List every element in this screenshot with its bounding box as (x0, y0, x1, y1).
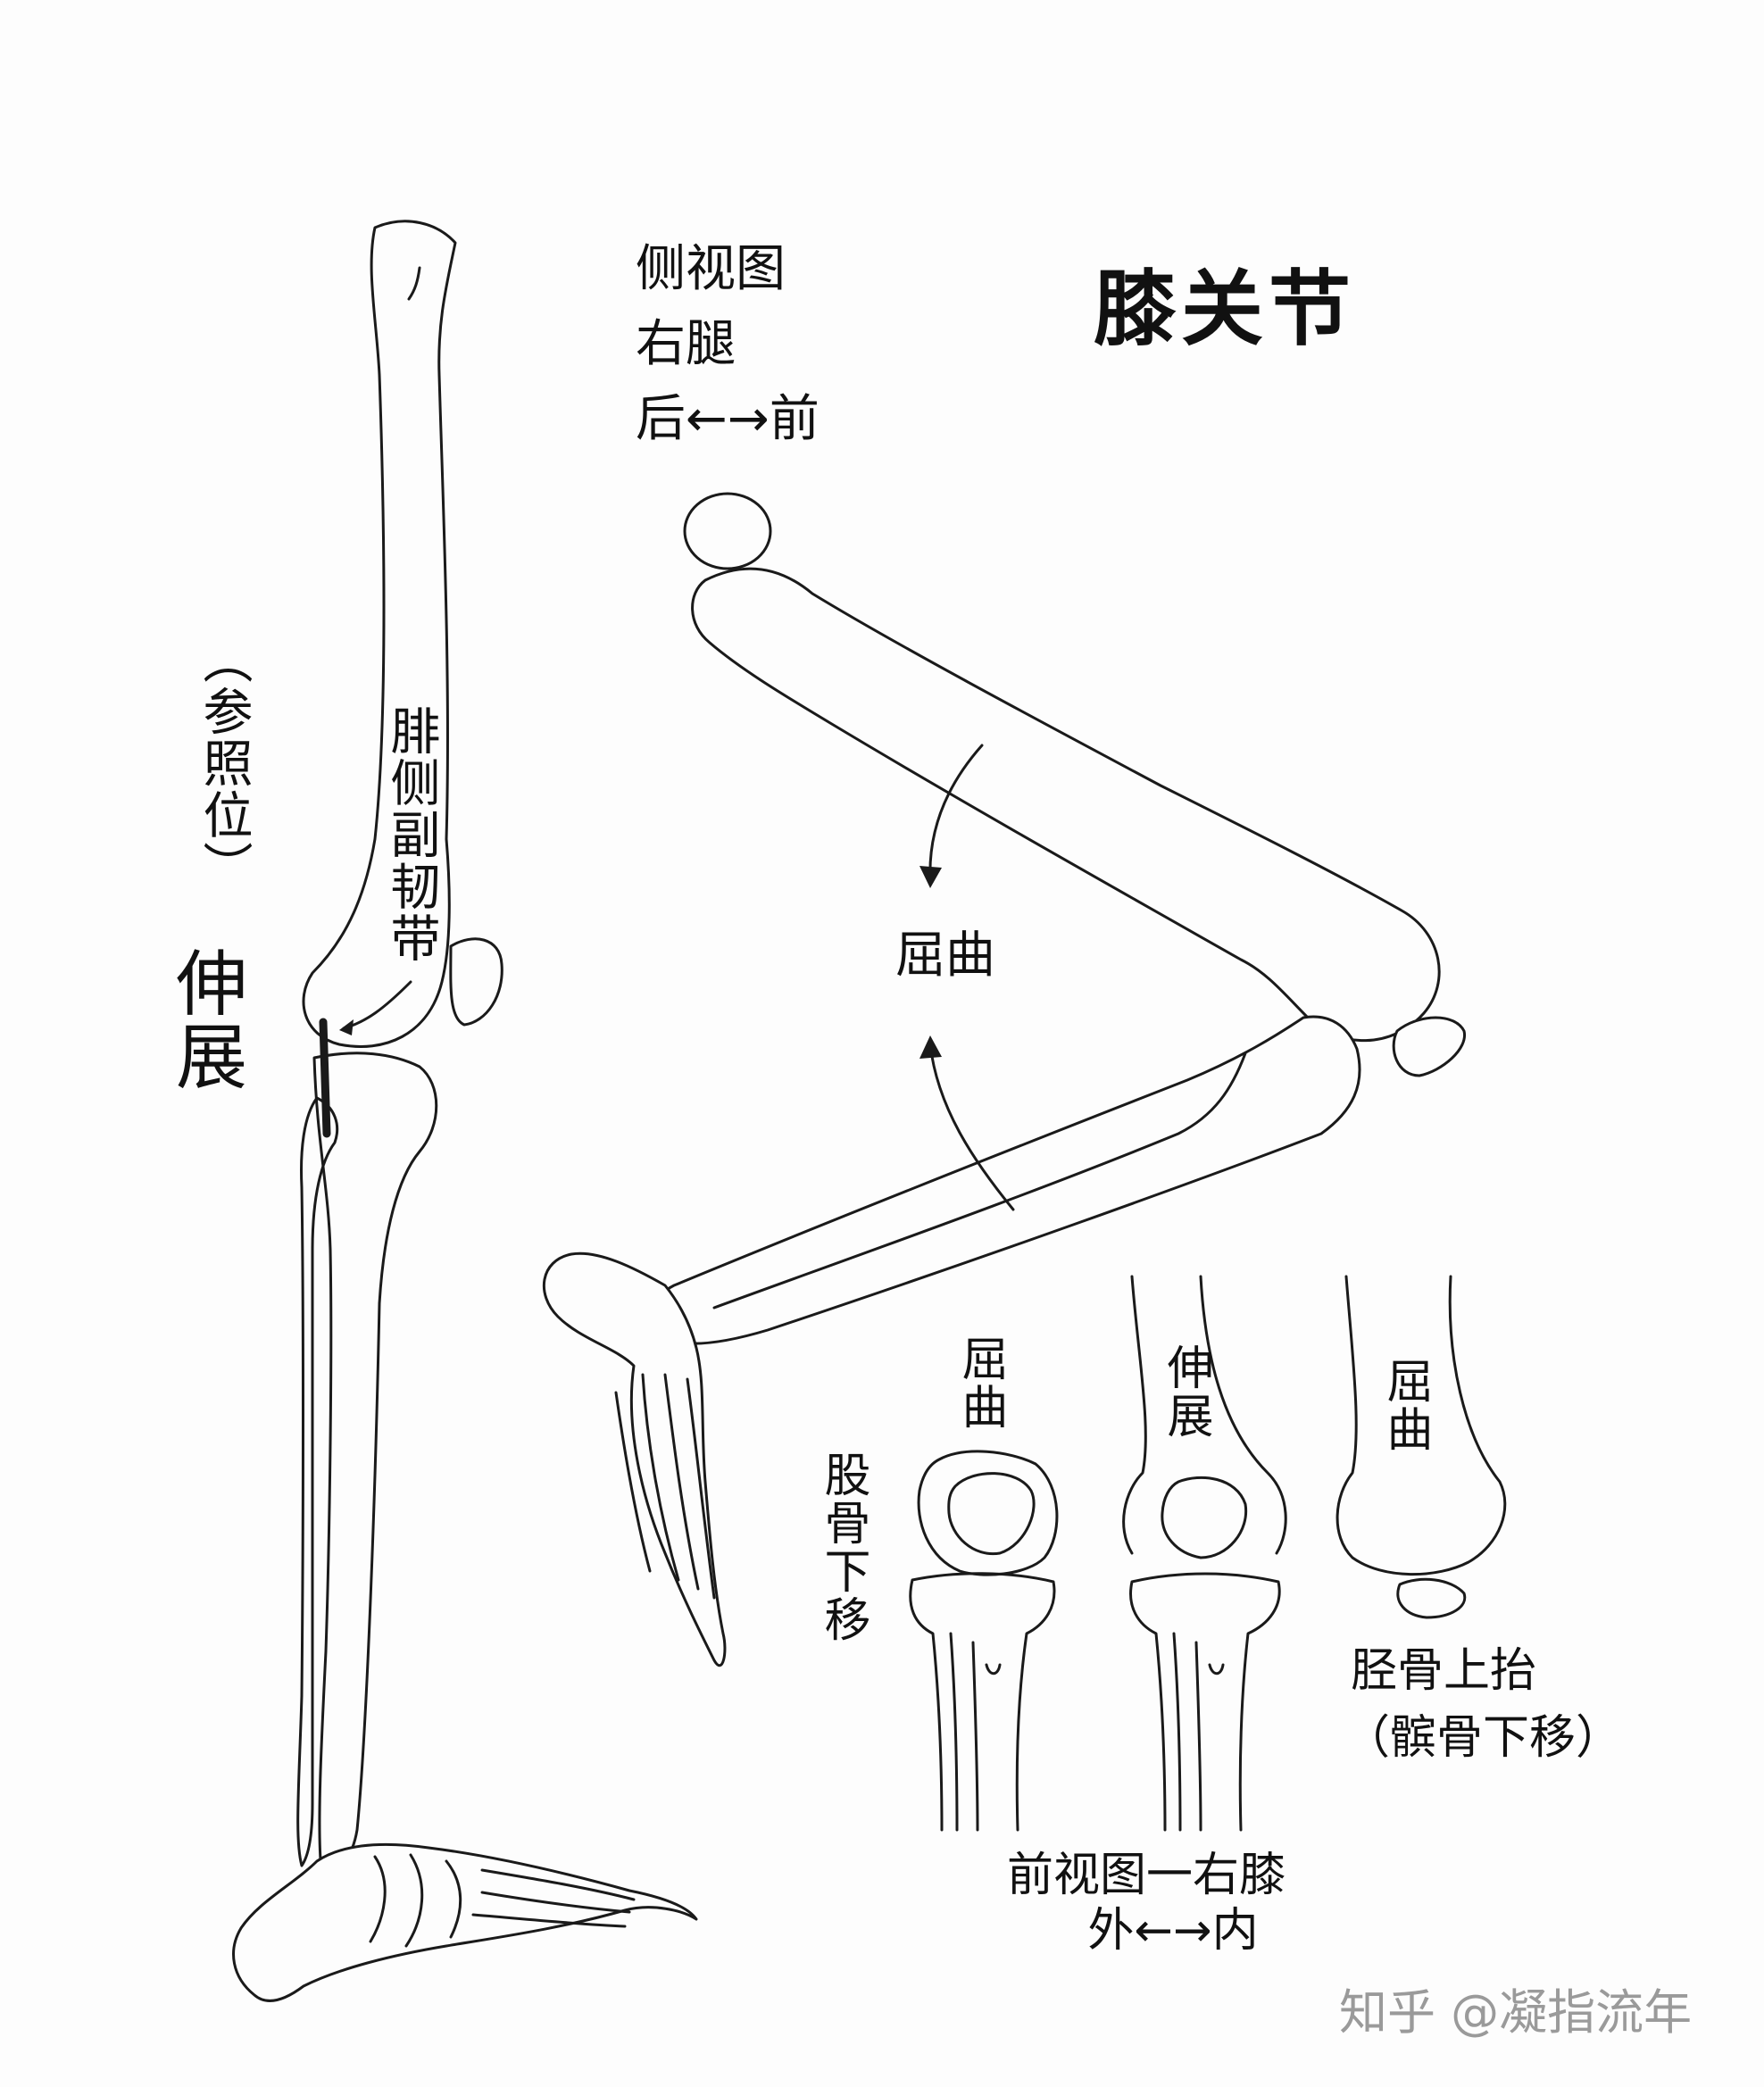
front-knee-flexed (911, 1451, 1057, 1830)
bent-patella (1394, 1018, 1464, 1076)
front-view-caption: 前视图一右膝 外←→内 (1007, 1848, 1286, 1959)
bent-femur (693, 569, 1440, 1041)
front-extended-tibia (1131, 1574, 1280, 1830)
watermark: 知乎 @凝指流年 (1339, 1986, 1692, 2040)
reference-position-label: （参照位） (198, 634, 248, 893)
fibular-collateral-ligament-label: 腓侧副韧带 (386, 705, 436, 964)
front-flexed-tibial-tuberosity (986, 1665, 1000, 1674)
left-tibia (314, 1053, 437, 1871)
left-patella (451, 939, 502, 1025)
front-flexed-right-patella (1398, 1579, 1465, 1617)
front-view-caption-line: 外←→内 (1034, 1904, 1258, 1958)
extension-label: 伸展 (170, 946, 241, 1093)
bent-tibia (653, 1017, 1360, 1343)
flexion-arrow-upper-head (919, 866, 942, 888)
front-extended-patella (1162, 1477, 1246, 1558)
front-flexed-right-label: 屈曲 (1382, 1357, 1428, 1453)
left-leg-extended (234, 171, 696, 2001)
left-foot (234, 1844, 696, 2000)
tibia-raise-note-line: （髌骨下移） (1344, 1711, 1622, 1765)
side-view-caption-line: 后←→前 (636, 390, 820, 448)
front-extended-label: 伸展 (1162, 1343, 1209, 1440)
bent-femur-head (685, 494, 770, 569)
side-view-caption: 侧视图 右腿 后←→前 (636, 232, 820, 457)
front-extended-tibial-tuberosity (1210, 1665, 1223, 1674)
tibia-raise-note: 胫骨上抬 （髌骨下移） (1344, 1638, 1622, 1773)
flexion-arrow-lower-head (919, 1035, 942, 1059)
front-flexed-label: 屈曲 (957, 1335, 1003, 1431)
page-title: 膝关节 (1094, 263, 1356, 355)
flexion-motion-label: 屈曲 (895, 928, 995, 985)
front-flexed-tibia (911, 1574, 1054, 1830)
left-fibular-collateral-ligament (323, 1022, 327, 1134)
side-view-caption-line: 右腿 (636, 315, 736, 373)
femur-moves-down-label: 股骨下移 (820, 1451, 866, 1643)
left-fibula (298, 1098, 337, 1866)
front-view-caption-line: 前视图一右膝 (1007, 1849, 1286, 1902)
tibia-raise-note-line: 胫骨上抬 (1344, 1644, 1536, 1698)
side-view-caption-line: 侧视图 (636, 240, 786, 298)
